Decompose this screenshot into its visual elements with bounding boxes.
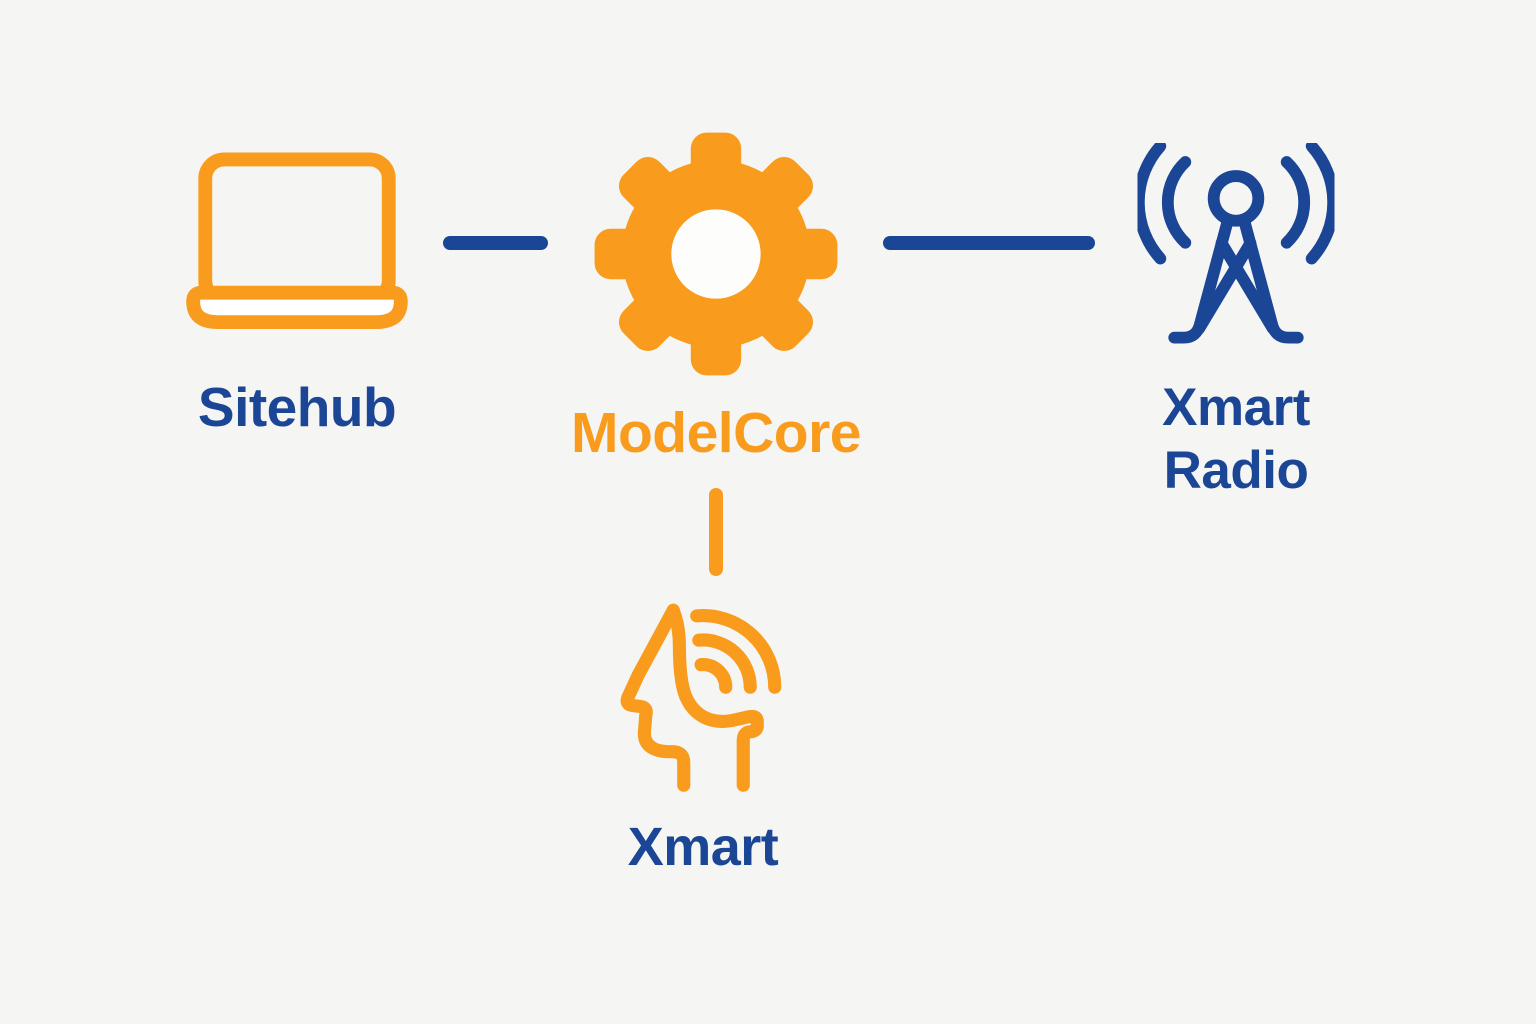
modelcore-label: ModelCore [570, 401, 862, 465]
sitehub-label: Sitehub [197, 376, 397, 438]
connector-sitehub-modelcore [443, 236, 548, 250]
gear-icon [590, 128, 842, 380]
connector-modelcore-xmartradio [883, 236, 1095, 250]
laptop-icon [185, 150, 410, 335]
xmart-label: Xmart [627, 817, 779, 877]
node-sitehub: Sitehub [185, 150, 410, 440]
connector-modelcore-xmart [709, 488, 723, 576]
node-modelcore: ModelCore [570, 128, 862, 467]
head-signal-icon [616, 603, 791, 796]
node-xmart: Xmart [616, 603, 791, 880]
xmart-radio-label-line2: Radio [1163, 440, 1309, 500]
radio-tower-icon [1137, 143, 1335, 351]
xmart-radio-label-line1: Xmart [1162, 378, 1310, 437]
